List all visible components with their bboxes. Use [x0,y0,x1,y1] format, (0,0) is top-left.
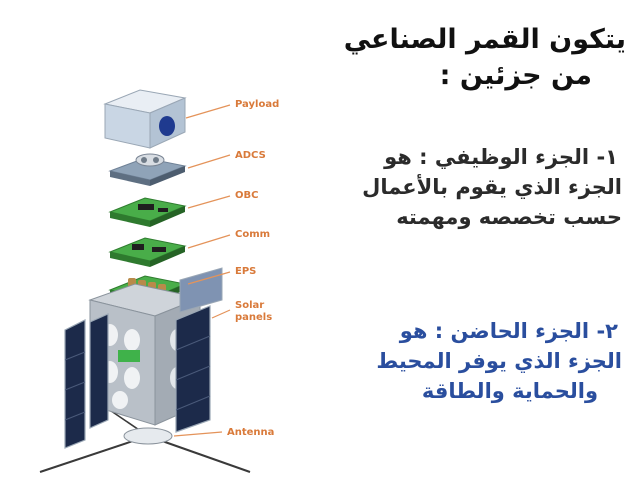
label-comm: Comm [235,229,270,241]
section1-line-3: حسب تخصصه ومهمته [362,202,622,232]
payload-leader [186,105,230,118]
label-eps: EPS [235,266,256,278]
payload-module [105,90,185,148]
page-title: يتكون القمر الصناعي من جزئين : [344,22,626,94]
section2-line-1: ٢- الجزء الحاضن : هو [376,316,622,346]
comm-board [110,238,185,267]
antenna-disc [124,428,172,444]
section1-line-2: الجزء الذي يقوم بالأعمال [362,172,622,202]
comm-leader [188,235,230,248]
title-line-2: من جزئين : [344,58,626,94]
label-antenna: Antenna [227,427,274,439]
section2-line-2: الجزء الذي يوفر المحيط [376,346,622,376]
adcs-leader [188,155,230,168]
antenna-leader [174,432,222,436]
section-functional-part: ١- الجزء الوظيفي : هو الجزء الذي يقوم با… [362,142,622,232]
solar-panel-left [65,314,108,448]
label-solar-panels: Solar panels [235,300,272,324]
title-line-1: يتكون القمر الصناعي [344,22,626,58]
solar-panel-right [176,268,222,432]
solar-panels-leader [212,310,230,318]
section2-line-3: والحماية والطاقة [376,376,622,406]
section1-line-1: ١- الجزء الوظيفي : هو [362,142,622,172]
section-housing-part: ٢- الجزء الحاضن : هو الجزء الذي يوفر الم… [376,316,622,406]
obc-board [110,198,185,227]
label-payload: Payload [235,99,279,111]
adcs-board [110,154,185,186]
obc-leader [188,196,230,208]
label-adcs: ADCS [235,150,266,162]
label-obc: OBC [235,190,258,202]
